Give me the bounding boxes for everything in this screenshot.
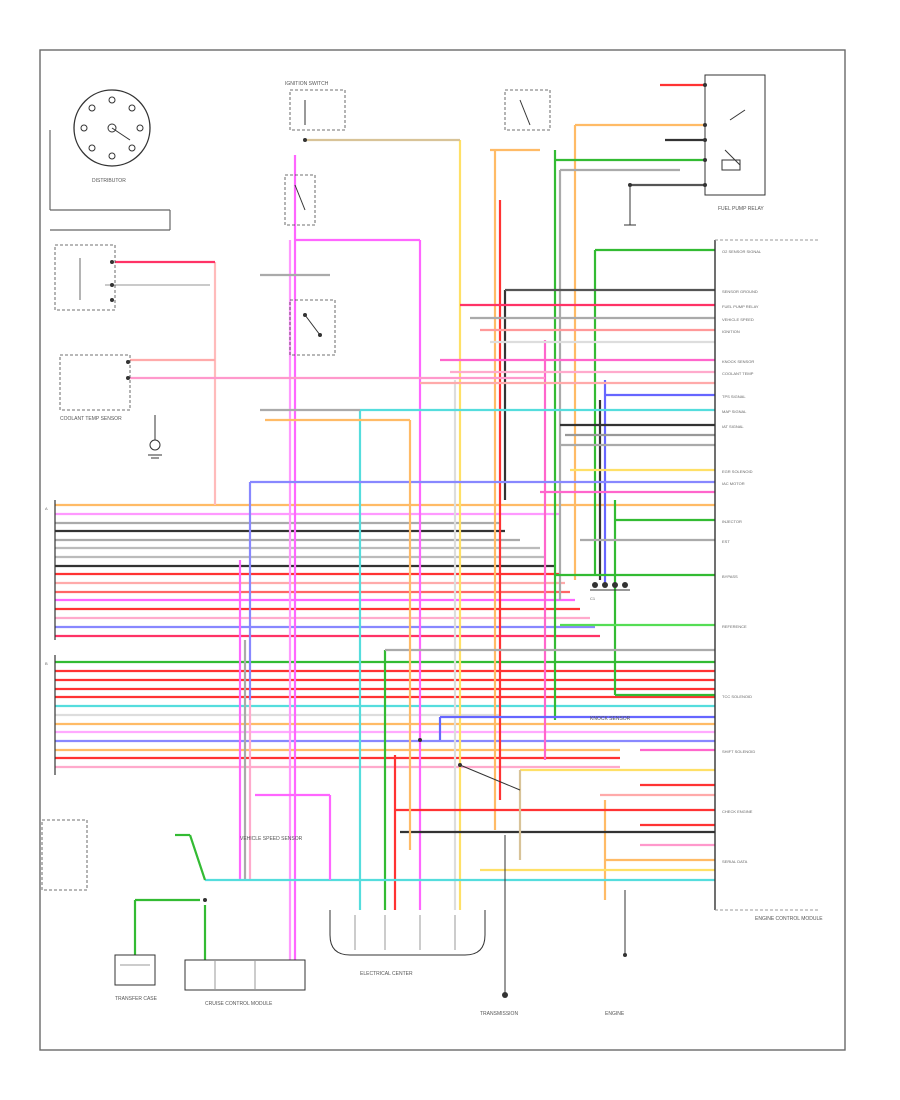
distributor-label: DISTRIBUTOR — [92, 178, 126, 184]
fuel-pump-relay — [624, 74, 766, 226]
ecm-pin-label: KNOCK SENSOR — [722, 359, 754, 364]
ignition-module — [54, 244, 116, 311]
ecm-pin-label: SHIFT SOLENOID — [722, 749, 755, 754]
ecm-pin-label: O2 SENSOR SIGNAL — [722, 249, 762, 254]
diagram-labels: DISTRIBUTOR FUEL PUMP RELAY ENGINE CONTR… — [45, 81, 823, 1017]
engine-label: ENGINE — [605, 1011, 625, 1017]
ecm-pin-label: IGNITION — [722, 329, 740, 334]
connector-label: C1 — [590, 596, 596, 601]
top-relays — [284, 89, 551, 356]
ecm-pin-label: TCC SOLENOID — [722, 694, 752, 699]
ecm-pin-label: SENSOR GROUND — [722, 289, 758, 294]
ecm-pin-label: MAP SIGNAL — [722, 409, 747, 414]
ecm-label: ENGINE CONTROL MODULE — [755, 916, 823, 922]
transfer-case-label: TRANSFER CASE — [115, 996, 158, 1002]
ecm-connector — [714, 239, 820, 911]
connector-label: A — [45, 506, 48, 511]
ecm-pin-label: BYPASS — [722, 574, 738, 579]
cruise-module-label: CRUISE CONTROL MODULE — [205, 1001, 273, 1007]
ecm-pin-label: IAC MOTOR — [722, 481, 745, 486]
knock-sensor-label: KNOCK SENSOR — [590, 716, 631, 722]
ecm-pin-label: COOLANT TEMP — [722, 371, 754, 376]
coolant-temp-sensor — [59, 354, 162, 459]
fuel-pump-relay-label: FUEL PUMP RELAY — [718, 206, 764, 212]
connector-label: B — [45, 661, 48, 666]
bottom-components — [41, 819, 627, 998]
ecm-pin-label: EST — [722, 539, 730, 544]
ecm-wires — [205, 248, 715, 882]
distributor — [49, 89, 171, 231]
top-wires — [105, 83, 705, 880]
splice-points — [203, 738, 521, 902]
ignition-switch-label: IGNITION SWITCH — [285, 81, 329, 87]
ecm-pin-label: FUEL PUMP RELAY — [722, 304, 759, 309]
ecm-pin-label: TPS SIGNAL — [722, 394, 746, 399]
electrical-center-label: ELECTRICAL CENTER — [360, 971, 413, 977]
ecm-pin-label: REFERENCE — [722, 624, 747, 629]
vertical-wires — [213, 125, 617, 960]
bottom-left-wires — [133, 833, 207, 960]
connector-dots — [590, 582, 630, 591]
ecm-pin-label: CHECK ENGINE — [722, 809, 753, 814]
ecm-pin-label: SERIAL DATA — [722, 859, 748, 864]
coolant-temp-label: COOLANT TEMP SENSOR — [60, 416, 122, 422]
transmission-label: TRANSMISSION — [480, 1011, 518, 1017]
vss-label: VEHICLE SPEED SENSOR — [240, 836, 303, 842]
ecm-pin-label: EGR SOLENOID — [722, 469, 753, 474]
ecm-pin-label: IAT SIGNAL — [722, 424, 744, 429]
diagram-frame — [39, 49, 846, 1051]
ecm-pin-label: VEHICLE SPEED — [722, 317, 754, 322]
ecm-pin-label: INJECTOR — [722, 519, 742, 524]
